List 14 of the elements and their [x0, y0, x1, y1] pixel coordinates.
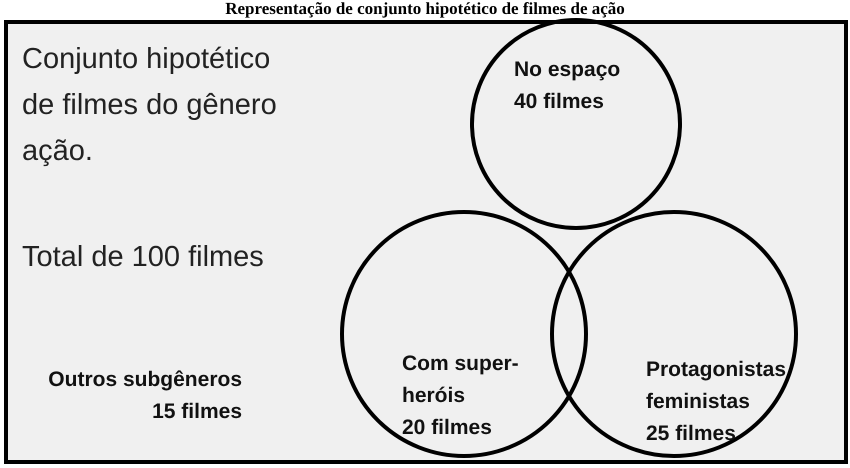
venn-circle	[470, 18, 682, 230]
set-name: Protagonistas feministas	[646, 357, 788, 415]
set-name: No espaço	[514, 57, 622, 83]
figure-title: Representação de conjunto hipotético de filmes de ação	[224, 0, 626, 18]
film-count: 20 filmes	[402, 415, 493, 441]
total-text: Total de 100 filmes	[22, 240, 265, 275]
film-count: 25 filmes	[646, 421, 737, 447]
set-name: Com super-heróis	[402, 351, 520, 409]
venn-circle	[550, 210, 798, 458]
film-count: 40 filmes	[514, 89, 605, 115]
venn-circle	[340, 210, 588, 458]
description-text: Conjunto hipotético de filmes do gênero ação.	[22, 42, 278, 169]
frame-panel	[4, 20, 848, 464]
other-subgenres-text: Outros subgêneros 15 filmes	[47, 367, 242, 425]
